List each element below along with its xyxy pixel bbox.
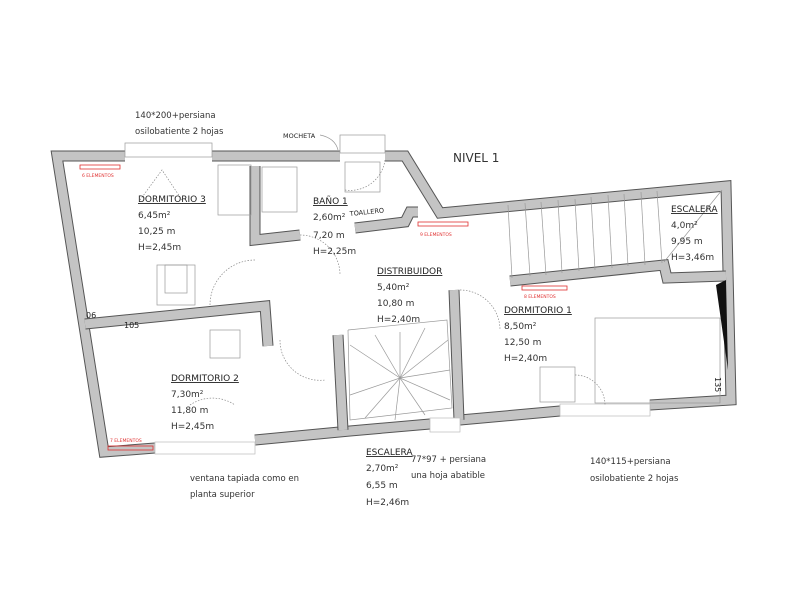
room-area: 2,60m² <box>313 213 346 223</box>
room-name: DORMITORIO 1 <box>504 306 572 316</box>
room-height: H=2,25m <box>313 247 356 257</box>
dimension-label: 105 <box>124 321 139 330</box>
room-name: ESCALERA <box>671 205 718 215</box>
room-name: BAÑO 1 <box>313 196 348 207</box>
radiator-label: 7 ELEMENTOS <box>110 438 142 444</box>
level-title: NIVEL 1 <box>453 151 499 165</box>
furniture-and-doors <box>139 159 721 406</box>
stairs-spiral <box>347 319 453 421</box>
room-dormitorio-2: DORMITORIO 2 7,30m² 11,80 m H=2,45m <box>171 374 239 432</box>
room-name: DORMITORIO 3 <box>138 195 206 205</box>
room-dormitorio-3: DORMITORIO 3 6,45m² 10,25 m H=2,45m <box>138 195 206 253</box>
room-perimeter: 10,80 m <box>377 299 414 309</box>
room-height: H=2,45m <box>138 243 181 253</box>
room-area: 6,45m² <box>138 211 171 221</box>
column-black <box>716 280 728 370</box>
room-area: 8,50m² <box>504 322 537 332</box>
room-height: H=2,46m <box>366 498 409 508</box>
radiator-label: 8 ELEMENTOS <box>524 294 556 300</box>
stairs-upper <box>507 189 723 279</box>
room-height: H=3,46m <box>671 253 714 263</box>
walls <box>50 150 737 458</box>
room-perimeter: 11,80 m <box>171 406 208 416</box>
room-area: 5,40m² <box>377 283 410 293</box>
room-escalera-upper: ESCALERA 4,0m² 9,95 m H=3,46m <box>671 205 718 263</box>
radiator-label: 9 ELEMENTOS <box>420 232 452 238</box>
room-area: 7,30m² <box>171 390 204 400</box>
annotations: 140*200+persiana osilobatiente 2 hojas M… <box>86 111 722 500</box>
room-bano-1: BAÑO 1 2,60m² 7,20 m H=2,25m <box>313 196 356 257</box>
room-perimeter: 6,55 m <box>366 481 398 491</box>
room-height: H=2,40m <box>504 354 547 364</box>
window-note: 140*200+persiana <box>135 111 216 121</box>
dimension-label: 135 <box>713 377 722 392</box>
room-escalera-lower: ESCALERA 2,70m² 6,55 m H=2,46m <box>366 448 413 508</box>
mocheta-note: MOCHETA <box>283 132 316 140</box>
room-perimeter: 9,95 m <box>671 237 703 247</box>
room-dormitorio-1: DORMITORIO 1 8,50m² 12,50 m H=2,40m <box>504 306 572 364</box>
room-perimeter: 7,20 m <box>313 231 345 241</box>
room-distribuidor: DISTRIBUIDOR 5,40m² 10,80 m H=2,40m <box>377 267 442 325</box>
toallero-note: TOALLERO <box>348 206 384 218</box>
room-name: DISTRIBUIDOR <box>377 267 442 277</box>
room-area: 2,70m² <box>366 464 399 474</box>
room-name: ESCALERA <box>366 448 413 458</box>
room-height: H=2,45m <box>171 422 214 432</box>
room-area: 4,0m² <box>671 221 698 231</box>
room-perimeter: 10,25 m <box>138 227 175 237</box>
room-height: H=2,40m <box>377 315 420 325</box>
window-note: 77*97 + persiana <box>411 455 486 465</box>
room-perimeter: 12,50 m <box>504 338 541 348</box>
window-note: ventana tapiada como en <box>190 474 299 484</box>
room-name: DORMITORIO 2 <box>171 374 239 384</box>
window-note: 140*115+persiana <box>590 457 671 467</box>
radiators: 6 ELEMENTOS 9 ELEMENTOS 8 ELEMENTOS 7 EL… <box>79 164 568 451</box>
dimension-label: 06 <box>86 311 96 320</box>
window-note: planta superior <box>190 490 255 500</box>
window-note: osilobatiente 2 hojas <box>135 127 224 137</box>
window-note: una hoja abatible <box>411 471 485 481</box>
radiator-label: 6 ELEMENTOS <box>82 173 114 179</box>
window-note: osilobatiente 2 hojas <box>590 474 679 484</box>
